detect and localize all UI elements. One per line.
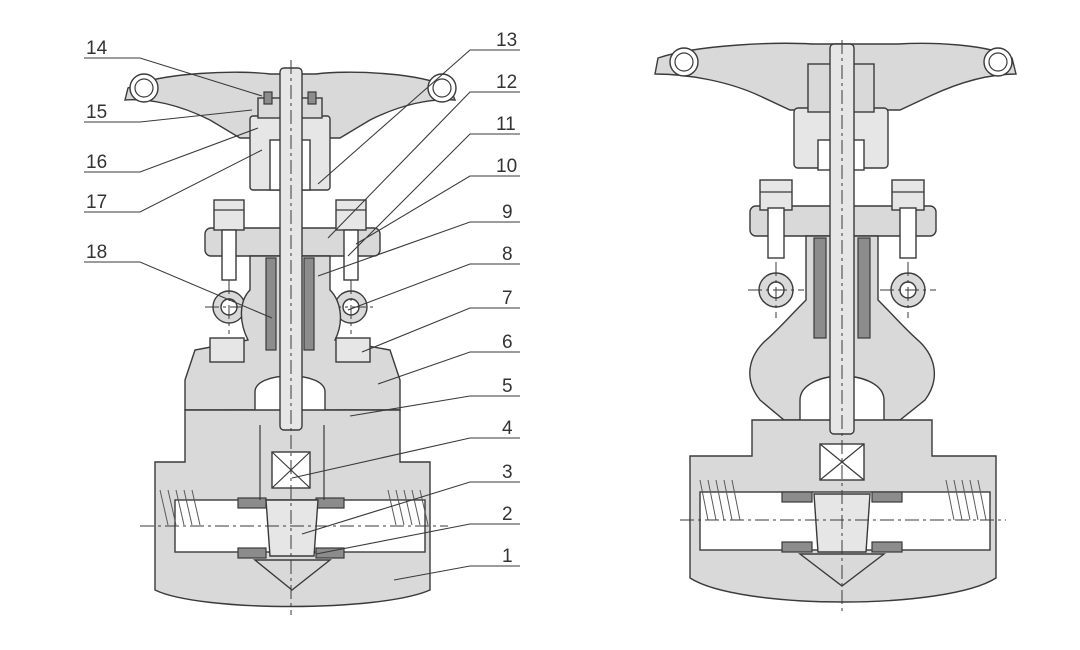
callout-14: 14: [86, 38, 108, 59]
callout-3: 3: [502, 462, 513, 483]
left-valve-section: 14 15 16 17 18 13 12 11 10 9 8 7 6 5 4 3…: [84, 30, 520, 615]
left-eye-bolts: [205, 280, 377, 334]
callout-10: 10: [496, 156, 517, 177]
callout-8: 8: [502, 244, 513, 265]
callout-15: 15: [86, 102, 107, 123]
callout-6: 6: [502, 332, 513, 353]
callout-17: 17: [86, 192, 107, 213]
callout-4: 4: [502, 418, 513, 439]
left-stem: [279, 60, 303, 615]
callout-7: 7: [502, 288, 513, 309]
left-body-threads: [159, 489, 429, 526]
right-body-threads: [699, 479, 987, 521]
callout-11: 11: [496, 114, 516, 135]
callout-1: 1: [502, 546, 513, 567]
right-eye-bolts: [748, 262, 936, 318]
right-stem: [829, 40, 855, 612]
right-body: [689, 419, 997, 603]
callout-5: 5: [502, 376, 513, 397]
right-valve-section: [654, 40, 1017, 612]
left-leaders: [84, 57, 273, 319]
left-body: [154, 409, 431, 608]
callout-2: 2: [502, 504, 513, 525]
right-leaders: [291, 49, 520, 581]
callout-12: 12: [496, 72, 517, 93]
callout-18: 18: [86, 242, 107, 263]
callout-16: 16: [86, 152, 107, 173]
callout-labels: 14 15 16 17 18 13 12 11 10 9 8 7 6 5 4 3…: [86, 30, 517, 567]
callout-13: 13: [496, 30, 517, 51]
callout-9: 9: [502, 202, 513, 223]
